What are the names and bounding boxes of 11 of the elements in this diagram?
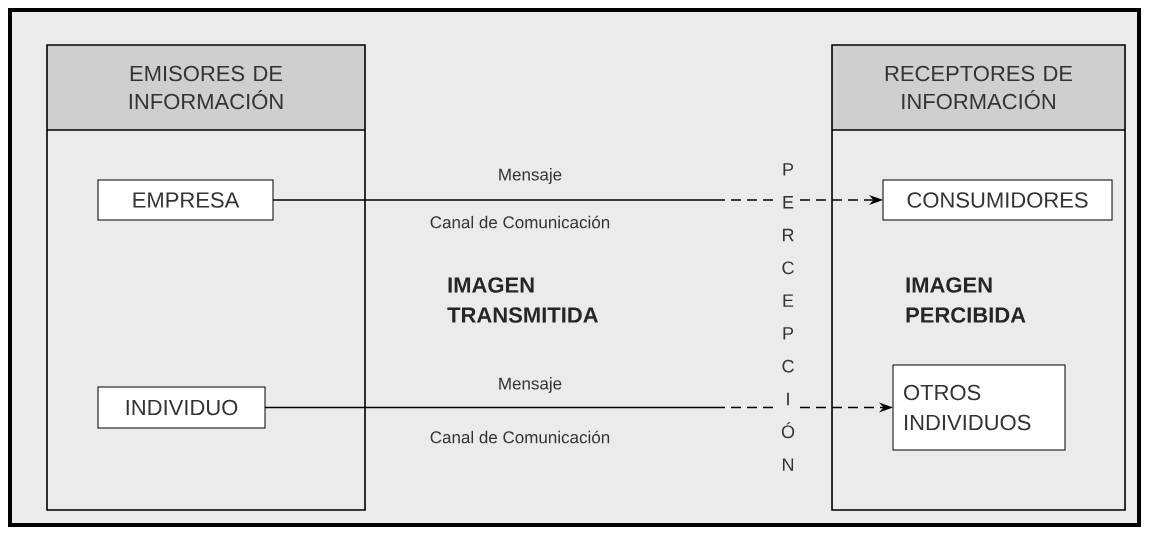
edge-label: Mensaje [499,377,562,393]
text-box: INDIVIDUO [97,386,266,429]
edge-label: Mensaje [499,168,562,184]
text-box: EMPRESA [97,179,274,221]
channel-label: Canal de Comunicación [430,430,610,444]
channel-label: Canal de Comunicación [430,215,610,229]
image-label: IMAGEN PERCIBIDA [906,277,1026,323]
text-box: OTROS INDIVIDUOS [892,364,1066,451]
vertical-label: PERCEPCIÓN [781,163,795,471]
image-label: IMAGEN TRANSMITIDA [447,277,599,323]
text-box: CONSUMIDORES [882,179,1113,221]
